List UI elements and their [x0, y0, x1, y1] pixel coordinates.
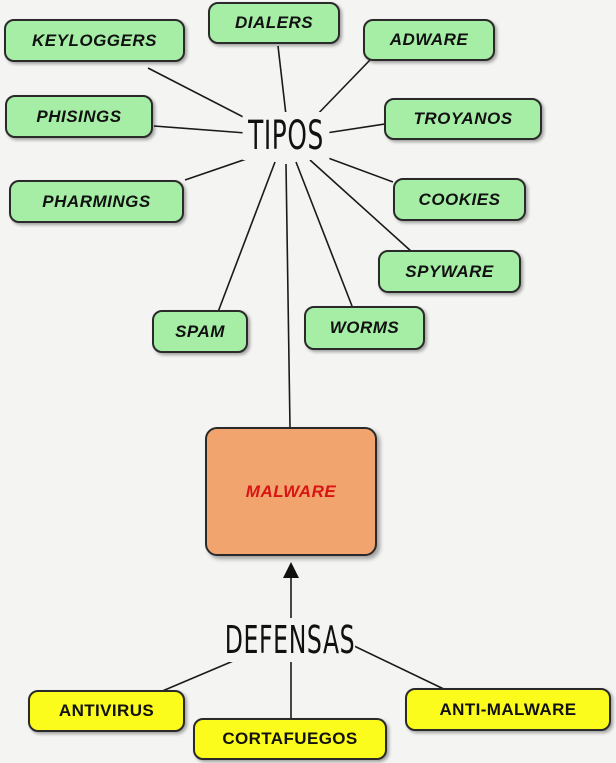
line-tipos-malware [285, 163, 291, 429]
node-cortafuegos: CORTAFUEGOS [193, 718, 387, 760]
defensas-hub-label: DEFENSAS [224, 618, 356, 662]
node-phisings: PHISINGS [5, 95, 153, 138]
line-defensas-antivirus [159, 655, 246, 693]
line-tipos-worms [295, 161, 353, 307]
node-worms: WORMS [304, 306, 425, 350]
line-tipos-phisings [153, 125, 247, 134]
node-keyloggers: KEYLOGGERS [4, 19, 185, 62]
node-malware: MALWARE [205, 427, 377, 556]
line-tipos-spyware [309, 159, 413, 253]
node-spyware: SPYWARE [378, 250, 521, 293]
node-adware: ADWARE [363, 19, 495, 61]
line-tipos-adware [311, 59, 371, 121]
node-anti-malware: ANTI-MALWARE [405, 688, 611, 731]
node-troyanos: TROYANOS [384, 98, 542, 140]
line-tipos-cookies [319, 154, 394, 183]
node-spam: SPAM [152, 310, 248, 353]
line-defensas-antimalware [349, 643, 451, 693]
line-tipos-spam [217, 161, 276, 313]
node-cookies: COOKIES [393, 178, 526, 221]
node-pharmings: PHARMINGS [9, 180, 184, 223]
line-tipos-keyloggers [147, 67, 256, 124]
line-tipos-dialers [277, 45, 287, 116]
node-dialers: DIALERS [208, 2, 340, 44]
tipos-hub-label: TIPOS [242, 112, 330, 160]
line-tipos-troyanos [325, 123, 386, 134]
node-antivirus: ANTIVIRUS [28, 690, 185, 732]
